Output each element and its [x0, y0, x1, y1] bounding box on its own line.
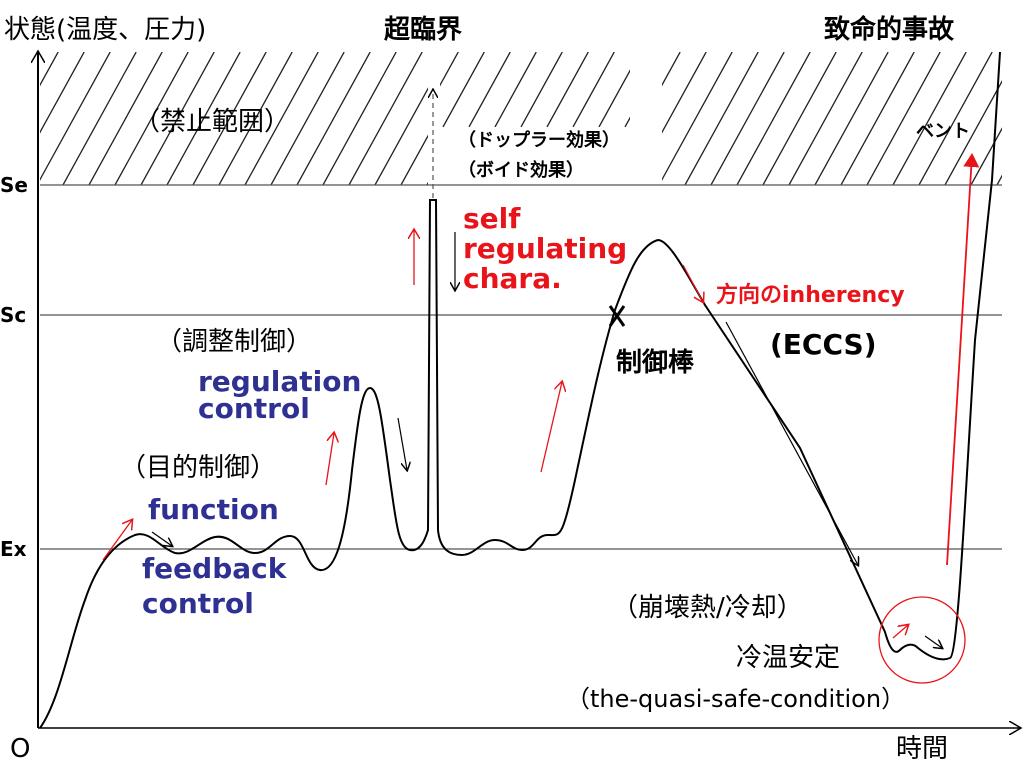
red-arrow-inherency — [682, 264, 703, 302]
hatch-line — [918, 52, 993, 185]
hatch-line — [348, 52, 423, 185]
hatch-line — [840, 52, 915, 185]
black-arrow-5 — [924, 635, 942, 648]
cold-stable-circle — [878, 596, 966, 684]
hatch-line — [996, 174, 1002, 185]
hatch-line — [762, 52, 837, 185]
hatch-line — [374, 87, 428, 185]
hatch-line — [391, 52, 432, 127]
hatch-line — [662, 52, 733, 181]
hatch-line — [0, 52, 32, 185]
hatch-line — [736, 52, 811, 185]
hatch-line — [365, 52, 406, 127]
hatch-line — [866, 52, 941, 185]
hatch-line — [244, 52, 319, 185]
black-arrow-2 — [397, 417, 407, 470]
origin-label: O — [10, 734, 30, 764]
header-fatal-accident: 致命的事故 — [824, 14, 954, 45]
hatch-line — [814, 52, 889, 185]
hatch-line — [468, 52, 511, 127]
self-regulating-line1: self — [463, 202, 521, 235]
hatch-line — [546, 52, 589, 127]
hatch-line — [684, 52, 759, 185]
adjust-control-label: （調整制御） — [156, 327, 312, 357]
level-sc-label: Sc — [0, 303, 26, 327]
red-arrow-vent — [946, 153, 980, 566]
self-regulating-line3: chara. — [463, 262, 562, 295]
hatch-line — [140, 52, 215, 185]
hatch-line — [598, 69, 630, 127]
regulation-line2: control — [198, 392, 310, 425]
black-arrow-4 — [725, 321, 858, 565]
hatch-line — [572, 52, 615, 127]
state-curve — [39, 51, 1001, 729]
hatch-line — [788, 52, 863, 185]
hatch-line — [400, 134, 428, 185]
control-rod-label: 制御棒 — [616, 347, 695, 378]
hatch-line — [662, 52, 681, 87]
eccs-label: (ECCS) — [770, 328, 877, 361]
hatch-line — [270, 52, 345, 185]
cold-stable-label: 冷温安定 — [736, 643, 840, 673]
doppler-label: （ドップラー効果） — [458, 129, 620, 151]
hatch-line — [40, 52, 59, 87]
self-regulating-line2: regulating — [463, 232, 627, 265]
hatch-line — [970, 127, 1002, 185]
black-arrow-1 — [151, 531, 172, 546]
y-axis-label: 状態(温度、圧力) — [4, 15, 206, 45]
hatch-line — [62, 52, 137, 185]
hatch-line — [166, 52, 241, 185]
hatch-line — [0, 52, 6, 185]
hatch-line — [662, 52, 707, 134]
vent-label: ベント — [916, 121, 970, 142]
regulation-line1: regulation — [198, 365, 361, 398]
hatch-line — [944, 80, 1002, 185]
feedback-line2: control — [142, 587, 254, 620]
red-arrow-2 — [325, 433, 334, 486]
x-axis-label: 時間 — [896, 734, 948, 764]
red-arrow-1 — [102, 520, 132, 561]
purpose-control-label: （目的制御） — [120, 453, 276, 483]
decay-heat-label: （崩壊熱/冷却） — [612, 593, 803, 623]
hatch-line — [322, 52, 397, 185]
forbidden-zone-label: （禁止範囲） — [134, 107, 290, 137]
hatch-line — [296, 52, 371, 185]
quasi-safe-label: （the-quasi-safe-condition） — [566, 685, 905, 713]
red-arrow-5 — [892, 625, 908, 639]
hatch-line — [40, 52, 85, 134]
level-se-label: Se — [0, 173, 28, 197]
forbidden-zone-hatch — [0, 52, 1002, 185]
hatch-line — [88, 52, 163, 185]
feedback-line1: feedback — [142, 552, 288, 585]
hatch-line — [624, 116, 630, 127]
red-arrow-4 — [540, 382, 562, 473]
level-ex-label: Ex — [0, 537, 27, 561]
hatch-line — [440, 52, 459, 87]
hatch-line — [218, 52, 293, 185]
function-label: function — [148, 493, 279, 526]
control-rod-x-mark — [608, 305, 626, 327]
hatch-line — [114, 52, 189, 185]
hatch-line — [494, 52, 537, 127]
hatch-line — [581, 52, 654, 185]
void-label: （ボイド効果） — [458, 159, 584, 181]
hatch-line — [892, 52, 967, 185]
hatch-line — [710, 52, 785, 185]
hatch-line — [40, 52, 111, 181]
hatch-line — [520, 52, 563, 127]
header-supercritical: 超臨界 — [384, 15, 462, 45]
hatch-line — [192, 52, 267, 185]
hatch-line — [442, 52, 485, 127]
direction-inherency-label: 方向のinherency — [716, 282, 905, 308]
